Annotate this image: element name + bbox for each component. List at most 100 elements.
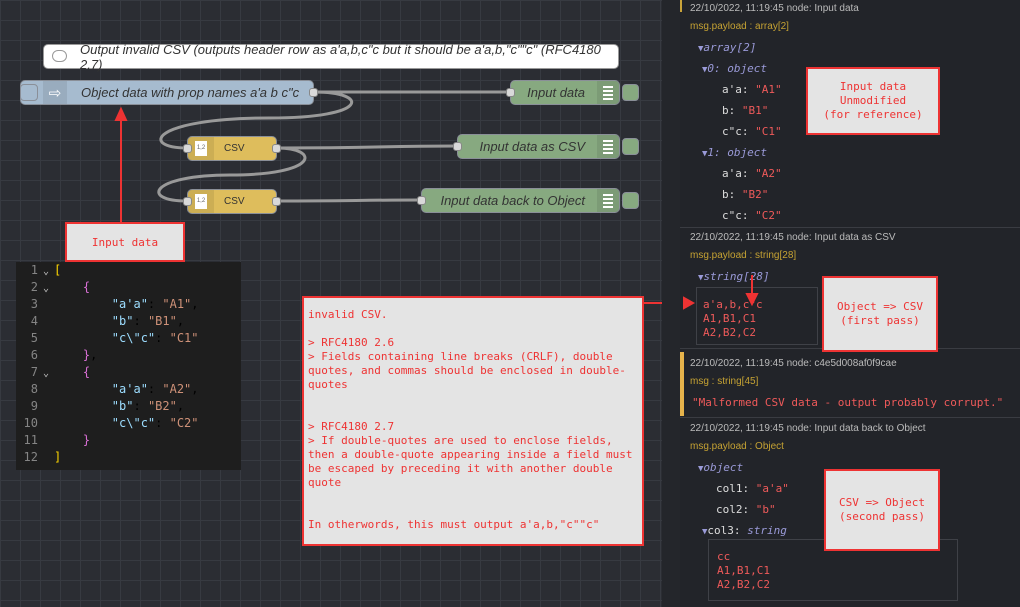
text-line: In otherwords, this must output a'a,b,"c… xyxy=(308,518,600,531)
debug-sidebar[interactable]: 22/10/2022, 11:19:45 node: Input data ms… xyxy=(680,0,1020,607)
line-number: 3 xyxy=(30,297,38,311)
expand-arrow-icon[interactable]: ▼ xyxy=(702,527,708,537)
msg-meta-2: 22/10/2022, 11:19:45 node: Input data as… xyxy=(690,232,896,243)
tree-root[interactable]: string[28] xyxy=(703,270,770,283)
json-code-editor[interactable]: 1⌄[2⌄ {3 "a'a": "A1",4 "b": "B1",5 "c\"c… xyxy=(16,262,241,470)
text-line: CSV => Object xyxy=(838,496,926,509)
prop-key: col3: xyxy=(707,524,741,537)
flow-canvas[interactable]: Output invalid CSV (outputs header row a… xyxy=(0,0,662,607)
csv-node-1[interactable]: 1,2 CSV xyxy=(183,136,281,161)
inject-node[interactable]: ⇨ Object data with prop names a'a b c"c xyxy=(20,80,318,105)
comment-text: Output invalid CSV (outputs header row a… xyxy=(80,41,601,72)
code-text: [ xyxy=(54,263,62,277)
output-port[interactable] xyxy=(272,197,281,206)
tree-item-1[interactable]: 1: object xyxy=(707,146,768,159)
msg-meta-3: 22/10/2022, 11:19:45 node: c4e5d008af0f9… xyxy=(690,358,897,369)
debug-node-object[interactable]: Input data back to Object xyxy=(417,188,639,213)
csv-icon: 1,2 xyxy=(195,194,207,209)
csv-node-2[interactable]: 1,2 CSV xyxy=(183,189,281,214)
annotation-invalid-csv: invalid CSV. > RFC4180 2.6> Fields conta… xyxy=(302,296,644,546)
prop-value: "B2" xyxy=(741,188,769,201)
code-line: 9 "b": "B2", xyxy=(16,398,241,415)
debug-label-3: Input data back to Object xyxy=(440,193,585,208)
prop-key: a'a: xyxy=(722,167,749,180)
debug-toggle-button[interactable] xyxy=(622,138,639,155)
fold-chevron-icon[interactable]: ⌄ xyxy=(42,283,50,294)
msg-meta-1: 22/10/2022, 11:19:45 node: Input data xyxy=(690,3,859,14)
prop-type: string xyxy=(747,524,787,537)
input-port[interactable] xyxy=(417,196,426,205)
expand-arrow-icon[interactable]: ▼ xyxy=(698,273,704,283)
expand-arrow-icon[interactable]: ▼ xyxy=(698,44,704,54)
line-number: 1 xyxy=(30,263,38,277)
msg-tree-4[interactable]: ▼object col1: "a'a" col2: "b" ▼col3: str… xyxy=(698,461,998,545)
msg-tree-2[interactable]: ▼string[28] xyxy=(698,270,770,283)
text-line: then a double-quote appearing inside a f… xyxy=(308,448,633,461)
prop-value: "A2" xyxy=(755,167,782,180)
tree-root[interactable]: array[2] xyxy=(703,41,757,54)
annotation-csv-to-object: CSV => Object(second pass) xyxy=(824,469,940,551)
prop-value: "B1" xyxy=(741,104,769,117)
code-line: 3 "a'a": "A1", xyxy=(16,296,241,313)
code-line: 4 "b": "B1", xyxy=(16,313,241,330)
debug-node-input-data[interactable]: Input data xyxy=(506,80,639,105)
prop-value: "C1" xyxy=(755,125,782,138)
line-number: 9 xyxy=(30,399,38,413)
code-line: 2 ⌄ { xyxy=(16,279,241,296)
code-text: }, xyxy=(82,348,98,362)
text-line xyxy=(308,504,638,518)
text-line: (first pass) xyxy=(840,314,920,327)
code-line: 7⌄ { xyxy=(16,364,241,381)
text-line: A1,B1,C1 xyxy=(703,312,756,325)
code-text: { xyxy=(82,280,91,294)
code-text: "c\"c": "C1" xyxy=(111,331,199,345)
text-line: (for reference) xyxy=(823,108,923,121)
line-number: 2 xyxy=(30,280,38,294)
code-line: 1 ⌄ [ xyxy=(16,262,241,279)
output-port[interactable] xyxy=(272,144,281,153)
code-line: 8 "a'a": "A2", xyxy=(16,381,241,398)
line-number: 4 xyxy=(30,314,38,328)
input-port[interactable] xyxy=(453,142,462,151)
flow-wires xyxy=(114,90,662,304)
debug-label-1: Input data xyxy=(527,85,585,100)
code-text: "b": "B2", xyxy=(111,399,185,413)
code-text: } xyxy=(82,433,91,447)
text-line: A2,B2,C2 xyxy=(703,326,756,339)
text-line: > RFC4180 2.6 xyxy=(308,336,395,349)
text-line xyxy=(308,322,638,336)
inject-button[interactable] xyxy=(20,84,38,101)
msg-tree-1[interactable]: ▼array[2] ▼0: object a'a: "A1" b: "B1" c… xyxy=(698,41,998,230)
msg-topic-1: msg.payload : array[2] xyxy=(690,21,789,32)
debug-toggle-button[interactable] xyxy=(622,192,639,209)
debug-node-csv[interactable]: Input data as CSV xyxy=(453,134,639,159)
text-line xyxy=(308,392,638,406)
input-port[interactable] xyxy=(506,88,515,97)
fold-chevron-icon[interactable]: ⌄ xyxy=(42,368,50,379)
text-line: be escaped by preceding it with another … xyxy=(308,462,613,475)
text-line: quotes xyxy=(308,378,348,391)
text-line: Input data xyxy=(839,80,907,93)
text-line: A1,B1,C1 xyxy=(717,564,770,577)
csv-icon-box: 1,2 xyxy=(188,190,214,213)
flow-comment-node[interactable]: Output invalid CSV (outputs header row a… xyxy=(43,41,619,72)
msg-meta-4: 22/10/2022, 11:19:45 node: Input data ba… xyxy=(690,423,926,434)
expand-arrow-icon[interactable]: ▼ xyxy=(698,464,704,474)
csv-icon-box: 1,2 xyxy=(188,137,214,160)
debug-toggle-button[interactable] xyxy=(622,84,639,101)
expand-arrow-icon[interactable]: ▼ xyxy=(702,65,708,75)
text-line: > RFC4180 2.7 xyxy=(308,420,395,433)
output-port[interactable] xyxy=(309,88,318,97)
fold-chevron-icon[interactable]: ⌄ xyxy=(42,266,50,277)
tree-root[interactable]: object xyxy=(703,461,744,474)
annotation-object-to-csv: Object => CSV(first pass) xyxy=(822,276,938,352)
input-port[interactable] xyxy=(183,197,192,206)
input-port[interactable] xyxy=(183,144,192,153)
text-line xyxy=(308,490,638,504)
expand-arrow-icon[interactable]: ▼ xyxy=(702,149,708,159)
prop-key: b: xyxy=(722,188,736,201)
panel-gutter[interactable] xyxy=(662,0,680,607)
tree-item-0[interactable]: 0: object xyxy=(707,62,768,75)
